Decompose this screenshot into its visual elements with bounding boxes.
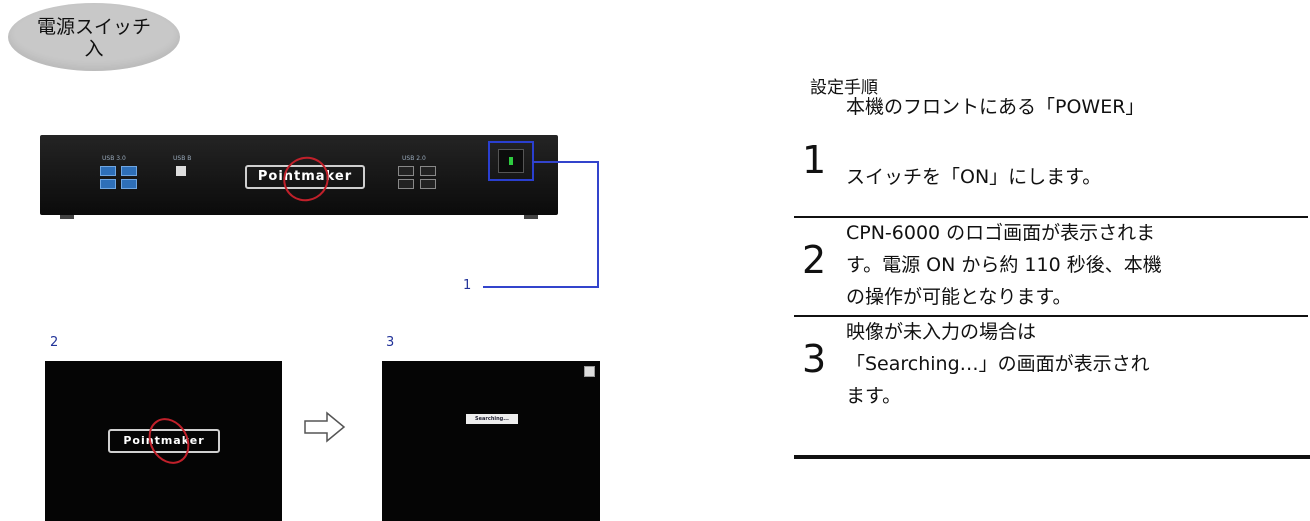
step-number: 1 <box>802 138 827 182</box>
usb3-port <box>121 179 137 189</box>
logo-screen: Pointmaker <box>45 361 282 521</box>
procedure-heading: 設定手順 <box>810 78 878 98</box>
usb2-label: USB 2.0 <box>402 155 426 162</box>
step-text-line: 「Searching…」の画面が表示され <box>846 353 1150 375</box>
right-arrow-icon <box>304 411 346 443</box>
device-foot <box>60 215 74 219</box>
step-text-line: 本機のフロントにある「POWER」 <box>846 96 1145 118</box>
device-foot <box>524 215 538 219</box>
screen-2-number: 2 <box>50 335 59 350</box>
step-number: 2 <box>802 238 827 282</box>
step-text-line: CPN-6000 のロゴ画面が表示されま <box>846 222 1156 244</box>
screen-3-number: 3 <box>386 335 395 350</box>
usb2-port <box>420 179 436 189</box>
usb2-port <box>398 179 414 189</box>
divider <box>794 216 1308 218</box>
power-switch-icon <box>498 149 524 173</box>
step-text-line: す。電源 ON から約 110 秒後、本機 <box>846 254 1162 276</box>
usb2-port <box>420 166 436 176</box>
callout-number: 1 <box>463 278 472 293</box>
step-text-line: スイッチを「ON」にします。 <box>846 166 1102 188</box>
usb3-port <box>121 166 137 176</box>
searching-screen: Searching... <box>382 361 600 521</box>
usbb-label: USB B <box>173 155 192 162</box>
badge-line-1: 電源スイッチ <box>36 16 151 38</box>
power-switch-highlight <box>488 141 534 181</box>
usb2-port <box>398 166 414 176</box>
callout-line <box>597 161 599 288</box>
step-number: 3 <box>802 337 827 381</box>
power-switch-on-badge: 電源スイッチ 入 <box>8 3 180 71</box>
callout-line <box>532 161 599 163</box>
screen-logo: Pointmaker <box>108 429 220 453</box>
logo-swirl-icon <box>275 148 337 210</box>
logo-swirl-icon <box>140 410 198 472</box>
usb3-label: USB 3.0 <box>102 155 126 162</box>
device-front-panel: USB 3.0 USB B Pointmaker USB 2.0 <box>40 135 558 219</box>
searching-status: Searching... <box>466 414 518 424</box>
step-text-line: の操作が可能となります。 <box>846 286 1072 308</box>
step-text-line: ます。 <box>846 385 902 407</box>
corner-icon <box>584 366 595 377</box>
step-text-line: 映像が未入力の場合は <box>846 321 1037 343</box>
usbb-port <box>176 166 186 176</box>
usb3-port <box>100 179 116 189</box>
power-led-icon <box>509 157 513 165</box>
badge-line-2: 入 <box>84 38 104 60</box>
divider <box>794 315 1308 317</box>
usb3-port <box>100 166 116 176</box>
bottom-rule <box>794 455 1310 459</box>
pointmaker-logo: Pointmaker <box>245 165 365 189</box>
callout-line <box>483 286 599 288</box>
